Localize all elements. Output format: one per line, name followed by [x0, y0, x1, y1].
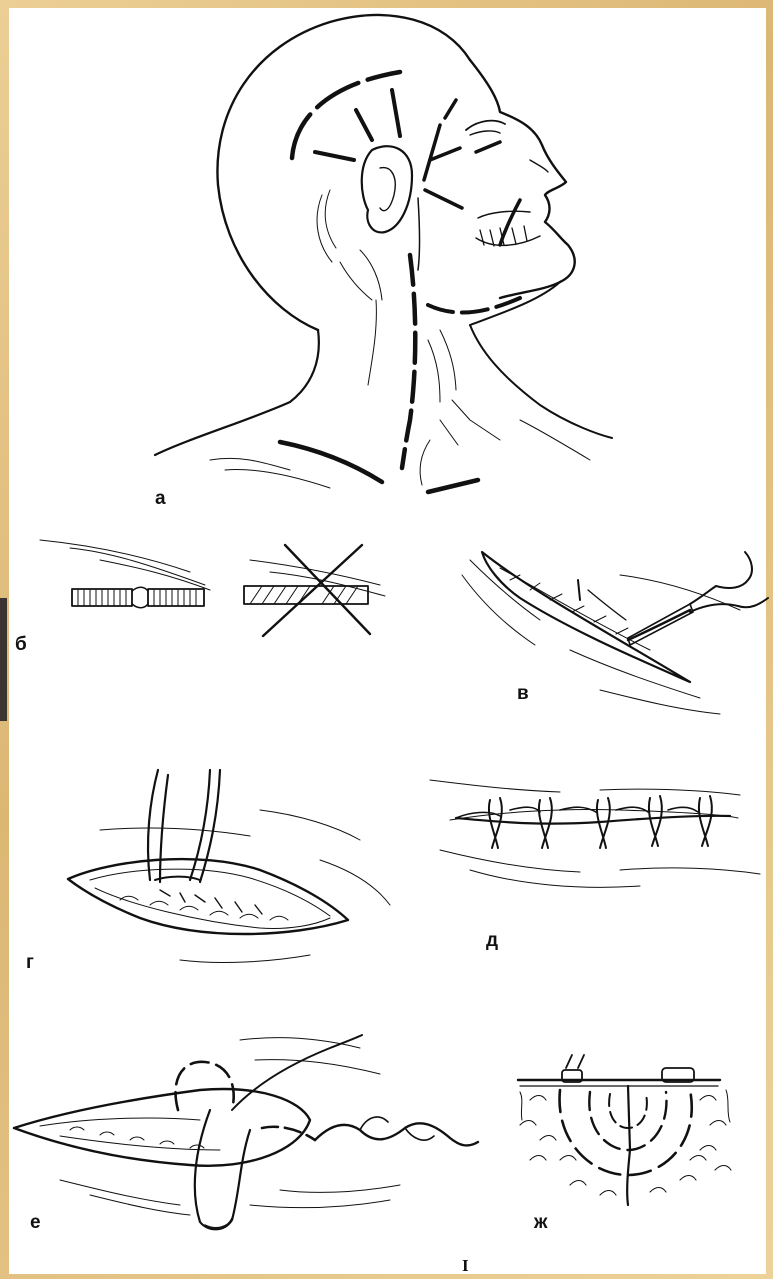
label-d: д: [486, 930, 498, 952]
label-zh: ж: [534, 1212, 547, 1234]
panel-d-interrupted-sutures: [430, 780, 760, 887]
panel-zh-layered-suture: [518, 1055, 731, 1205]
plate-number: I: [462, 1256, 469, 1276]
label-v: в: [517, 683, 529, 705]
label-a: а: [155, 488, 166, 510]
panel-e-continuous-suture: [14, 1035, 478, 1229]
panel-b-edge-alignment: [40, 540, 385, 636]
label-e: е: [30, 1212, 41, 1234]
panel-a-head-figure: [155, 15, 612, 492]
panel-g-suture-in-wound: [68, 770, 390, 962]
panel-v-wound-excision: [462, 552, 768, 714]
label-g: г: [26, 952, 34, 974]
label-b: б: [15, 634, 27, 656]
